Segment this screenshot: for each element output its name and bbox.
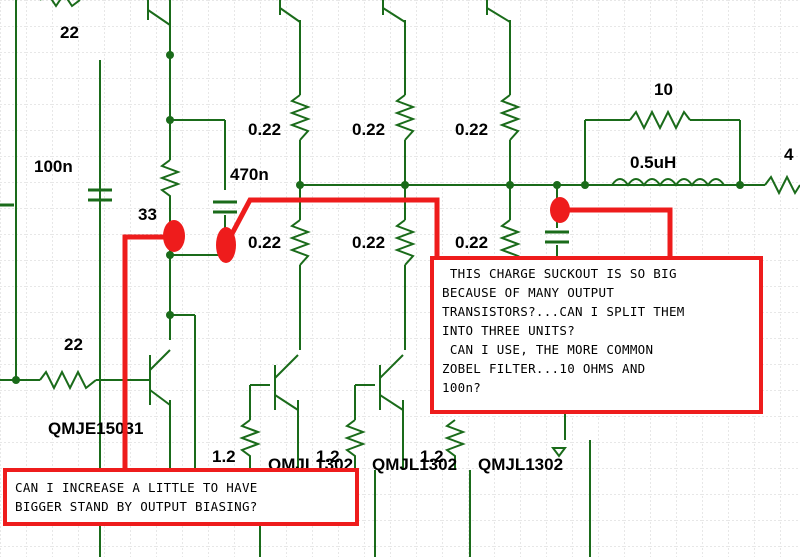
label-r-4: 4 — [784, 145, 794, 164]
label-r-022-e: 0.22 — [352, 233, 385, 252]
label-r-12-c: 1.2 — [420, 447, 444, 466]
resistor-12-c — [444, 419, 466, 470]
red-markers — [163, 197, 570, 263]
ground-symbol — [551, 447, 567, 458]
label-r-12-b: 1.2 — [316, 447, 340, 466]
annotation-line-2 — [567, 207, 673, 258]
label-r-33: 33 — [138, 205, 157, 224]
resistor-33 — [159, 159, 181, 200]
label-cap-100n: 100n — [34, 157, 73, 176]
resistor-12-b — [344, 419, 366, 470]
marker-ellipse-1 — [163, 220, 185, 252]
resistor-022-f — [499, 219, 521, 266]
inductor-symbol — [611, 178, 725, 187]
label-q-out-b: QMJL1302 — [372, 455, 457, 474]
resistor-10 — [629, 109, 691, 131]
resistor-22-top — [40, 0, 81, 8]
label-r-022-c: 0.22 — [455, 120, 488, 139]
circuit-wires — [0, 0, 765, 557]
red-annotations — [122, 197, 673, 470]
resistor-symbols — [39, 0, 800, 470]
annotation-note-biasing: CAN I INCREASE A LITTLE TO HAVE BIGGER S… — [3, 468, 359, 526]
label-r-12-a: 1.2 — [212, 447, 236, 466]
label-q-driver: QMJE15031 — [48, 419, 143, 438]
label-r-22-top: 22 — [60, 23, 79, 42]
label-r-022-d: 0.22 — [248, 233, 281, 252]
transistor-symbols — [147, 0, 567, 458]
label-r-022-f: 0.22 — [455, 233, 488, 252]
capacitor-symbols — [0, 188, 569, 244]
marker-ellipse-3 — [550, 197, 570, 223]
label-r-22-base: 22 — [64, 335, 83, 354]
junction-dots — [12, 51, 744, 384]
annotation-line-3 — [122, 234, 170, 470]
resistor-22-base — [39, 369, 97, 391]
resistor-12-a — [239, 419, 261, 470]
resistor-022-e — [394, 219, 416, 266]
resistor-022-b — [394, 94, 416, 141]
resistor-022-a — [289, 94, 311, 141]
annotation-note-suckout: THIS CHARGE SUCKOUT IS SO BIG BECAUSE OF… — [430, 256, 763, 414]
label-l-05uh: 0.5uH — [630, 153, 676, 172]
marker-ellipse-2 — [216, 227, 236, 263]
resistor-4 — [764, 174, 800, 196]
label-r-022-a: 0.22 — [248, 120, 281, 139]
annotation-line-1 — [223, 197, 440, 258]
label-r-10: 10 — [654, 80, 673, 99]
label-q-out-c: QMJL1302 — [478, 455, 563, 474]
resistor-022-d — [289, 219, 311, 266]
label-r-022-b: 0.22 — [352, 120, 385, 139]
resistor-022-c — [499, 94, 521, 141]
label-cap-470n: 470n — [230, 165, 269, 184]
